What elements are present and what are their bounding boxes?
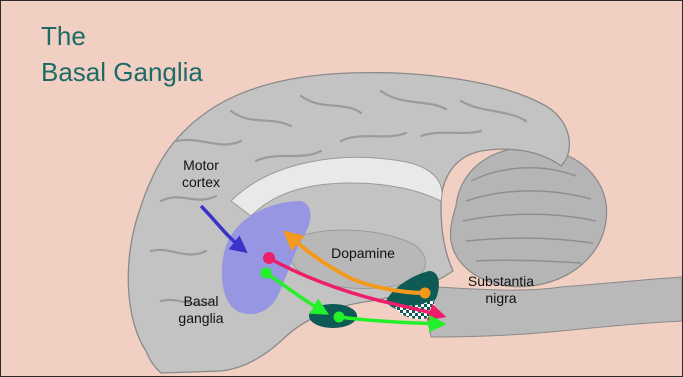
basal-ganglia-label-line-1: Basal xyxy=(161,293,241,310)
motor-cortex-label-line-1: Motor xyxy=(166,157,236,174)
motor-cortex-label: Motor cortex xyxy=(166,157,236,191)
red-pathway-origin xyxy=(263,252,275,264)
substantia-nigra-label-line-2: nigra xyxy=(451,290,551,307)
slide-title-line-1: The xyxy=(41,21,86,51)
dopamine-label: Dopamine xyxy=(323,245,403,262)
basal-ganglia-label: Basal ganglia xyxy=(161,293,241,327)
green-pathway-origin-2 xyxy=(334,312,345,323)
dopamine-arrow-origin xyxy=(420,288,431,299)
motor-cortex-label-line-2: cortex xyxy=(166,174,236,191)
substantia-nigra-label: Substantia nigra xyxy=(451,273,551,307)
basal-ganglia-label-line-2: ganglia xyxy=(161,310,241,327)
substantia-nigra-label-line-1: Substantia xyxy=(451,273,551,290)
green-pathway-origin-1 xyxy=(261,268,272,279)
slide-title-line-2: Basal Ganglia xyxy=(41,57,203,87)
